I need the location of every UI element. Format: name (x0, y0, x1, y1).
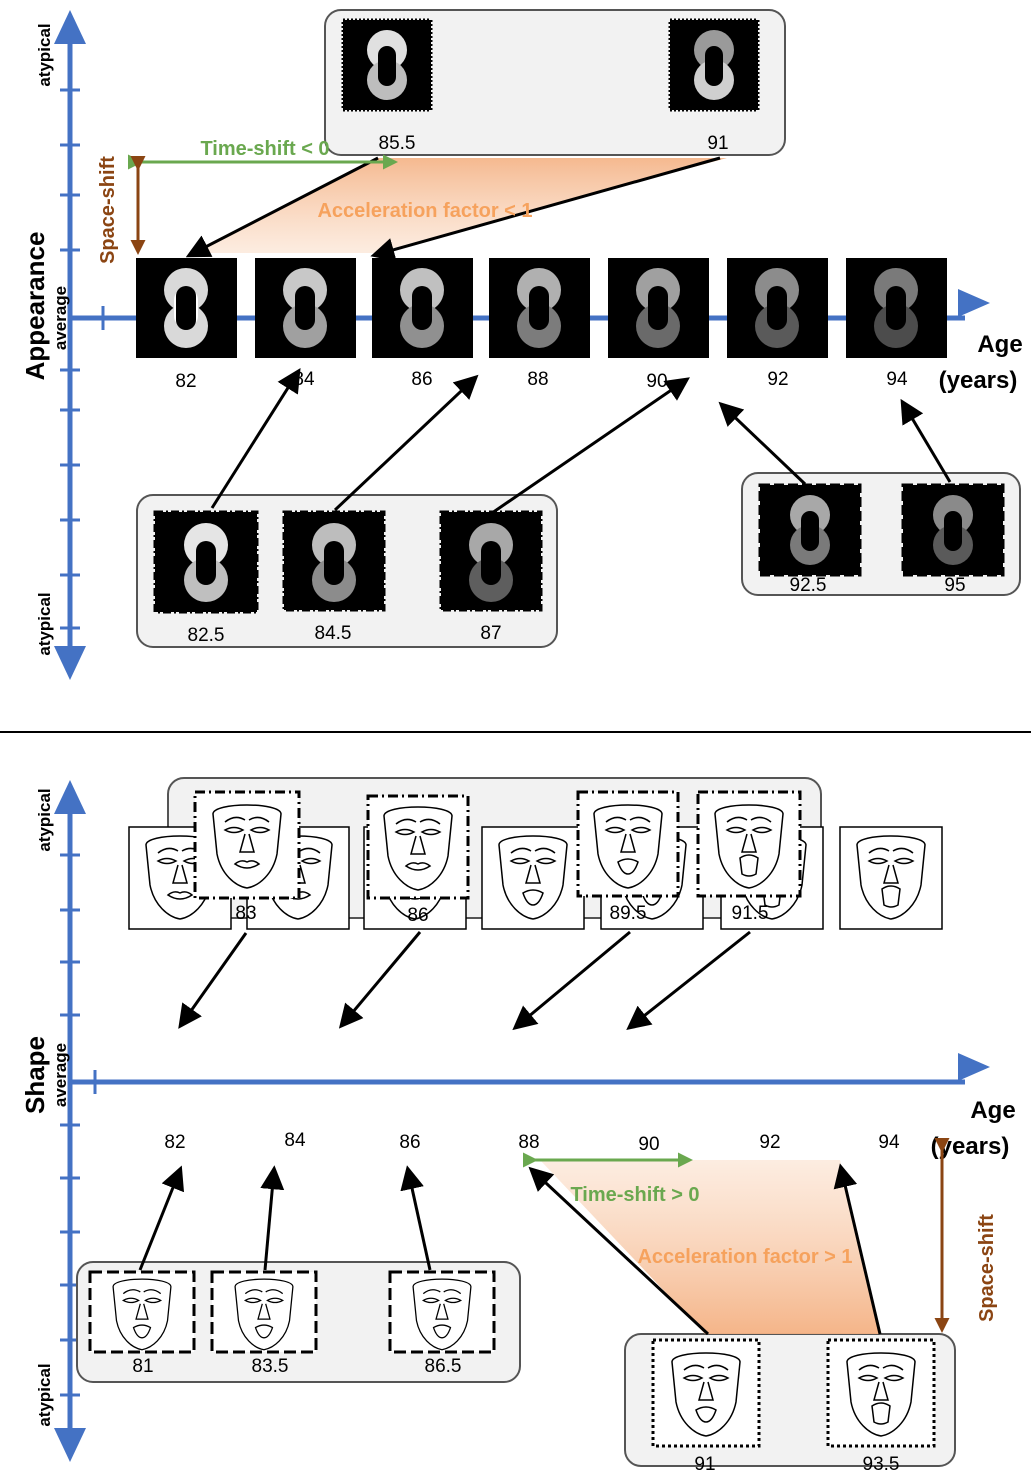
appearance-age-92: 92 (767, 369, 788, 390)
appearance-tile-92 (727, 258, 828, 358)
appearance-tile-84 (255, 258, 356, 358)
appearance-arrows (185, 156, 952, 515)
shape-x-arrow (958, 1053, 990, 1081)
appearance-lower-tile-95 (901, 483, 1005, 577)
shape-y-arrow-down (54, 1428, 86, 1462)
appearance-axis-label: Appearance (20, 232, 50, 381)
shape-top-age-83: 83 (235, 903, 256, 924)
appearance-age-82: 82 (175, 371, 196, 392)
shape-lower-face-86-5 (388, 1270, 496, 1354)
appearance-lower-tile-82-5 (153, 510, 259, 614)
appearance-x-label-units: (years) (939, 367, 1018, 394)
appearance-lower-tile-84-5 (282, 510, 386, 612)
appearance-top-age-85-5: 85.5 (379, 133, 416, 154)
appearance-tile-88 (489, 258, 590, 358)
shape-age-94: 94 (878, 1132, 900, 1153)
shape-main-ages: 82 84 86 88 90 92 94 (164, 1130, 900, 1155)
appearance-tile-90 (608, 258, 709, 358)
appearance-age-88: 88 (527, 369, 548, 390)
appearance-main-row (136, 258, 947, 358)
appearance-tile-86 (372, 258, 473, 358)
appearance-tile-94 (846, 258, 947, 358)
shape-age-86: 86 (399, 1132, 420, 1153)
shape-axis-label: Shape (20, 1036, 50, 1114)
shape-space-shift-label: Space-shift (976, 1214, 998, 1322)
shape-lower-face-81 (88, 1270, 196, 1354)
shape-y-mid-label: average (51, 1043, 70, 1107)
appearance-time-shift-label: Time-shift < 0 (200, 138, 329, 160)
appearance-top-tile-85-5 (341, 18, 433, 112)
shape-time-shift-label: Time-shift > 0 (570, 1184, 699, 1206)
appearance-y-arrow-up (54, 10, 86, 44)
shape-lower-age-93-5: 93.5 (863, 1454, 900, 1475)
shape-lower-age-86-5: 86.5 (425, 1356, 462, 1377)
shape-panel: Shape atypical average atypical Age (yea… (20, 777, 1016, 1475)
appearance-lower-tile-92-5 (758, 483, 862, 577)
appearance-age-86: 86 (411, 369, 432, 390)
shape-face-94 (839, 826, 943, 930)
appearance-y-mid-label: average (51, 286, 70, 350)
appearance-acceleration-label: Acceleration factor < 1 (317, 200, 532, 222)
shape-age-90: 90 (638, 1134, 659, 1155)
appearance-y-ticks (60, 88, 80, 630)
appearance-space-shift-label: Space-shift (97, 156, 119, 264)
shape-lower-age-91: 91 (694, 1454, 715, 1475)
appearance-acceleration-band (190, 158, 727, 253)
appearance-x-label: Age (977, 331, 1022, 358)
shape-top-face-83 (193, 790, 301, 900)
appearance-lower-age-82-5: 82.5 (188, 625, 225, 646)
appearance-x-arrow (958, 289, 990, 317)
shape-top-age-89-5: 89.5 (610, 903, 647, 924)
shape-age-92: 92 (759, 1132, 780, 1153)
shape-lower-face-93-5 (826, 1338, 936, 1448)
shape-lower-face-83-5 (210, 1270, 318, 1354)
appearance-y-bottom-label: atypical (35, 592, 54, 655)
shape-x-label: Age (970, 1097, 1015, 1124)
appearance-lower-age-87: 87 (480, 623, 501, 644)
appearance-top-age-91: 91 (707, 133, 728, 154)
shape-y-top-label: atypical (35, 788, 54, 851)
shape-age-84: 84 (284, 1130, 306, 1151)
shape-lower-age-81: 81 (132, 1356, 153, 1377)
shape-age-88: 88 (518, 1132, 539, 1153)
shape-top-age-91-5: 91.5 (732, 903, 769, 924)
appearance-lower-age-84-5: 84.5 (315, 623, 352, 644)
shape-top-face-91-5 (696, 790, 802, 898)
shape-lower-face-91 (651, 1338, 761, 1448)
shape-acceleration-label: Acceleration factor > 1 (637, 1246, 852, 1268)
appearance-y-arrow-down (54, 646, 86, 680)
shape-top-age-86: 86 (407, 905, 428, 926)
appearance-top-tile-91 (668, 18, 760, 112)
shape-top-face-86 (366, 794, 470, 900)
shape-age-82: 82 (164, 1132, 185, 1153)
appearance-lower-age-95: 95 (944, 575, 965, 596)
shape-arrows (138, 930, 882, 1336)
shape-face-88 (481, 826, 585, 930)
shape-y-arrow-up (54, 780, 86, 814)
appearance-tile-82 (136, 258, 237, 358)
shape-y-bottom-label: atypical (35, 1363, 54, 1426)
appearance-age-94: 94 (886, 369, 908, 390)
shape-lower-age-83-5: 83.5 (252, 1356, 289, 1377)
appearance-main-ages: 82 84 86 88 90 92 94 (175, 369, 908, 392)
appearance-age-90: 90 (646, 371, 667, 392)
appearance-panel: Appearance atypical average atypical Age… (20, 9, 1023, 680)
shape-acceleration-band (540, 1160, 880, 1334)
appearance-lower-tile-87 (439, 510, 543, 612)
shape-top-face-89-5 (576, 790, 680, 898)
appearance-y-top-label: atypical (35, 23, 54, 86)
appearance-lower-age-92-5: 92.5 (790, 575, 827, 596)
